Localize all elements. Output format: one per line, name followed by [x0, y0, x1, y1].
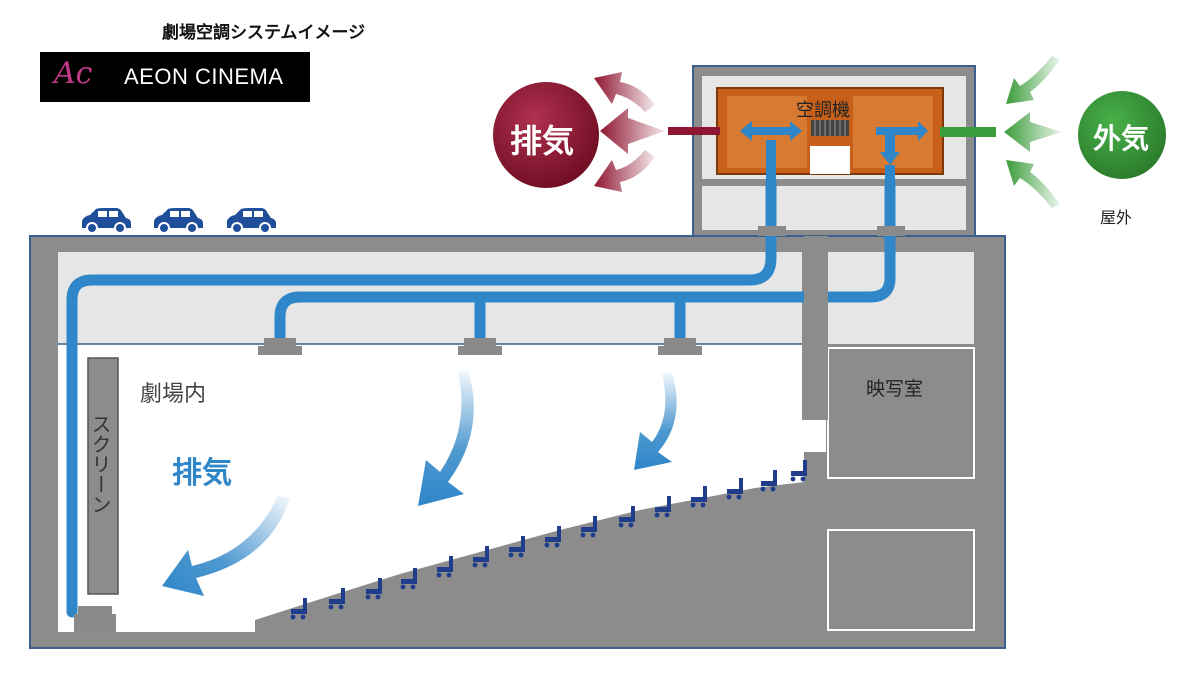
exhaust-bubble-label: 排気	[510, 122, 575, 160]
diffuser-icon	[458, 338, 502, 355]
intake-arrow-icon	[1006, 160, 1060, 208]
duct-connectors	[758, 226, 905, 236]
outdoor-label: 屋外	[1100, 208, 1133, 227]
exhaust-arrow-icon	[594, 72, 655, 112]
screen	[87, 357, 119, 595]
logo-text: AEON CINEMA	[124, 64, 284, 89]
theater-interior-label: 劇場内	[140, 382, 207, 407]
outside-air-label: 外気	[1093, 122, 1150, 155]
airflow-arrow-icon	[418, 370, 474, 506]
aeon-cinema-logo: Ac AEON CINEMA	[40, 52, 310, 102]
intake-arrow-icon	[1004, 112, 1062, 152]
page-title: 劇場空調システムイメージ	[162, 23, 366, 43]
airflow-arrow-icon	[634, 372, 677, 470]
exhaust-inside-label: 排気	[172, 456, 232, 491]
airflow-arrow-icon	[162, 496, 290, 596]
ac-unit-label: 空調機	[796, 100, 850, 121]
ac-unit	[716, 87, 944, 186]
outside-air-duct	[940, 127, 996, 137]
duct-shaft	[804, 236, 828, 420]
ductwork	[66, 176, 896, 618]
logo-mark: Ac	[54, 56, 93, 91]
intake-arrow-icon	[1006, 56, 1060, 104]
projection-room-label: 映写室	[866, 378, 924, 400]
exhaust-arrow-icon	[600, 108, 665, 154]
ac-internal-arrows	[740, 121, 928, 186]
exhaust-duct	[668, 127, 720, 135]
car-icon	[226, 207, 277, 234]
diffuser-icon	[658, 338, 702, 355]
exhaust-bubble	[493, 82, 599, 188]
diffuser-icon	[258, 338, 302, 355]
return-grille	[74, 606, 116, 632]
outside-air-bubble	[1078, 91, 1166, 179]
exhaust-arrow-icon	[594, 150, 655, 192]
car-icon	[153, 207, 204, 234]
screen-label: スクリーン	[88, 414, 112, 514]
car-icon	[81, 207, 132, 234]
